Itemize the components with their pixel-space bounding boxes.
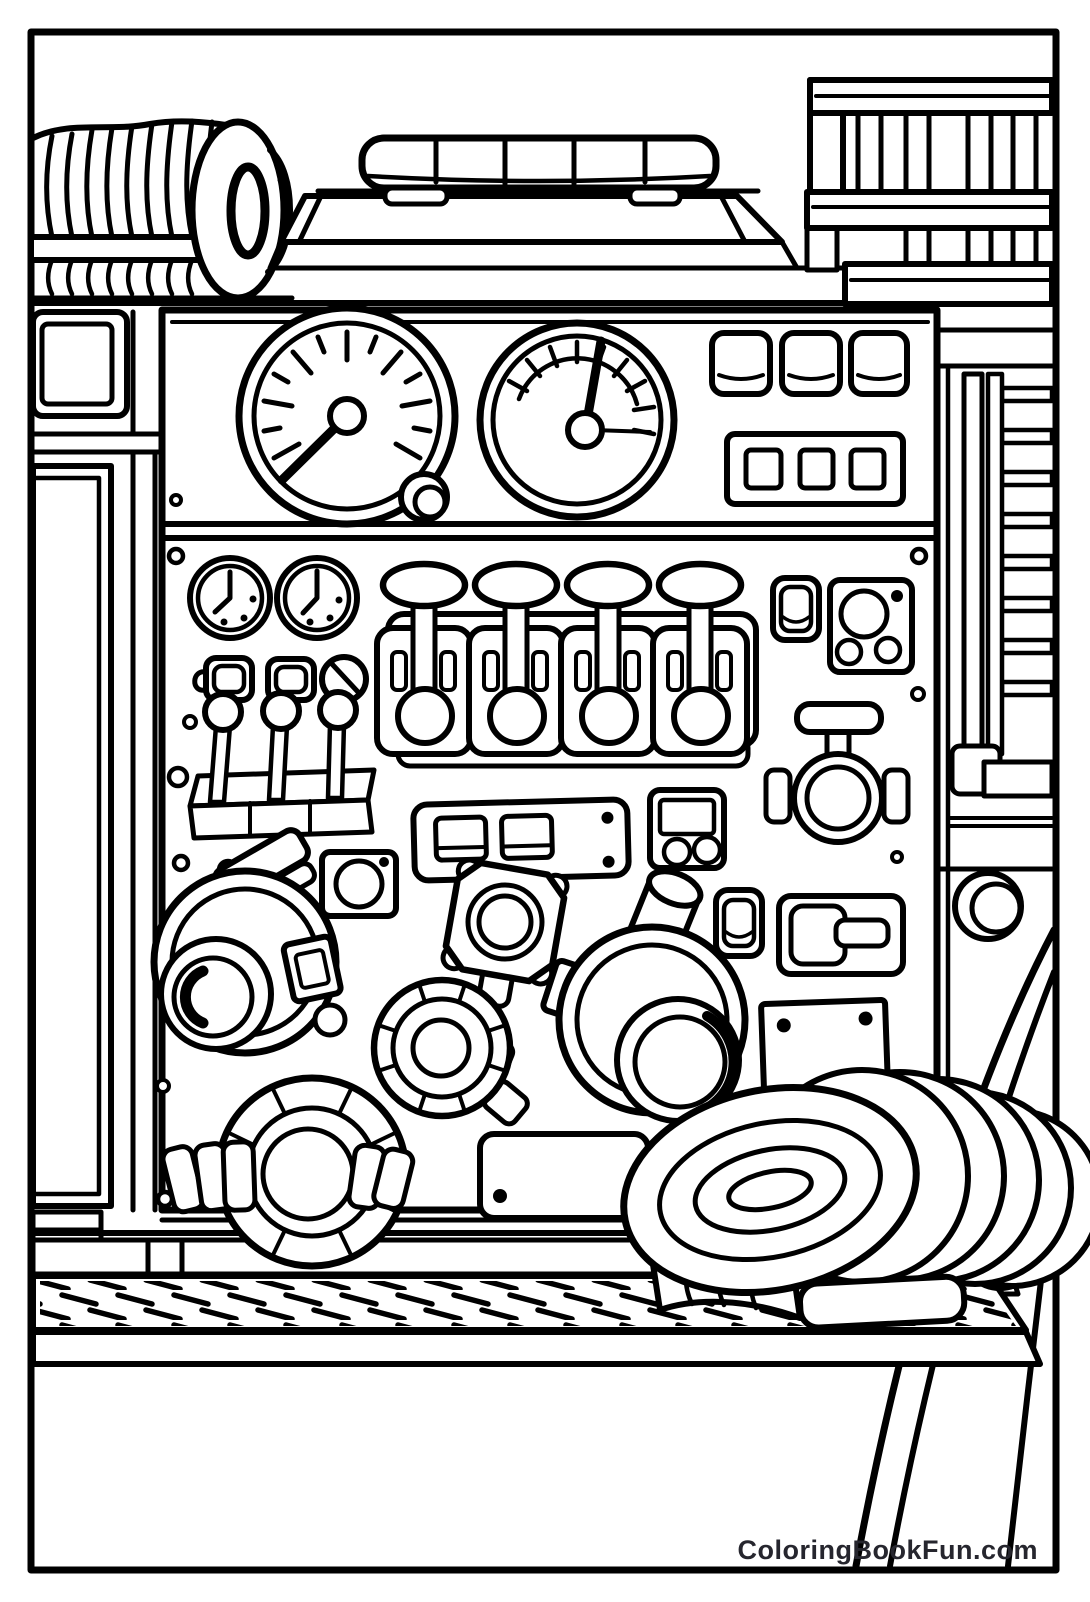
hex-valve xyxy=(440,857,570,1009)
clock-gauges xyxy=(187,555,360,641)
outlet-plate xyxy=(319,849,399,919)
lever-1 xyxy=(374,560,474,757)
pressure-gauge xyxy=(235,304,459,528)
valve-t-handle xyxy=(763,701,911,845)
coiled-hose xyxy=(620,1067,1090,1331)
switch-plate xyxy=(724,431,906,507)
discharge-outlet-center xyxy=(540,868,749,1124)
cab-window xyxy=(30,309,130,419)
control-plate xyxy=(827,577,915,675)
cab-roof xyxy=(267,134,800,271)
key-plate xyxy=(776,893,906,977)
fuel-cap xyxy=(952,870,1024,942)
lever-4 xyxy=(650,560,750,757)
toggle-switch-a xyxy=(770,575,822,643)
small-handwheel xyxy=(370,976,530,1127)
lever-2 xyxy=(466,560,566,757)
keypad-plate xyxy=(647,787,727,871)
roof-ladder-rack xyxy=(804,77,1055,307)
gauge-ticks xyxy=(261,329,433,461)
discharge-outlet-left xyxy=(150,827,348,1057)
lever-3 xyxy=(558,560,658,757)
side-ladder xyxy=(949,371,1055,799)
door-pillar xyxy=(130,309,158,1213)
light-bar xyxy=(315,134,761,207)
pump-panel xyxy=(150,304,941,1223)
watermark-text: ColoringBookFun.com xyxy=(737,1535,1038,1565)
flow-gauge xyxy=(476,319,678,521)
panel-divider xyxy=(159,521,940,541)
indicator-buttons xyxy=(709,330,910,397)
small-buttons xyxy=(192,655,317,703)
intake-handwheel xyxy=(160,1074,416,1270)
discharge-levers xyxy=(374,560,759,769)
toggle-levers xyxy=(187,689,377,841)
hose-spiral xyxy=(620,1083,920,1297)
toggle-switch-b xyxy=(713,887,765,959)
cab-side xyxy=(30,309,163,1245)
side-door xyxy=(30,463,114,1245)
hose-reel xyxy=(28,118,295,302)
